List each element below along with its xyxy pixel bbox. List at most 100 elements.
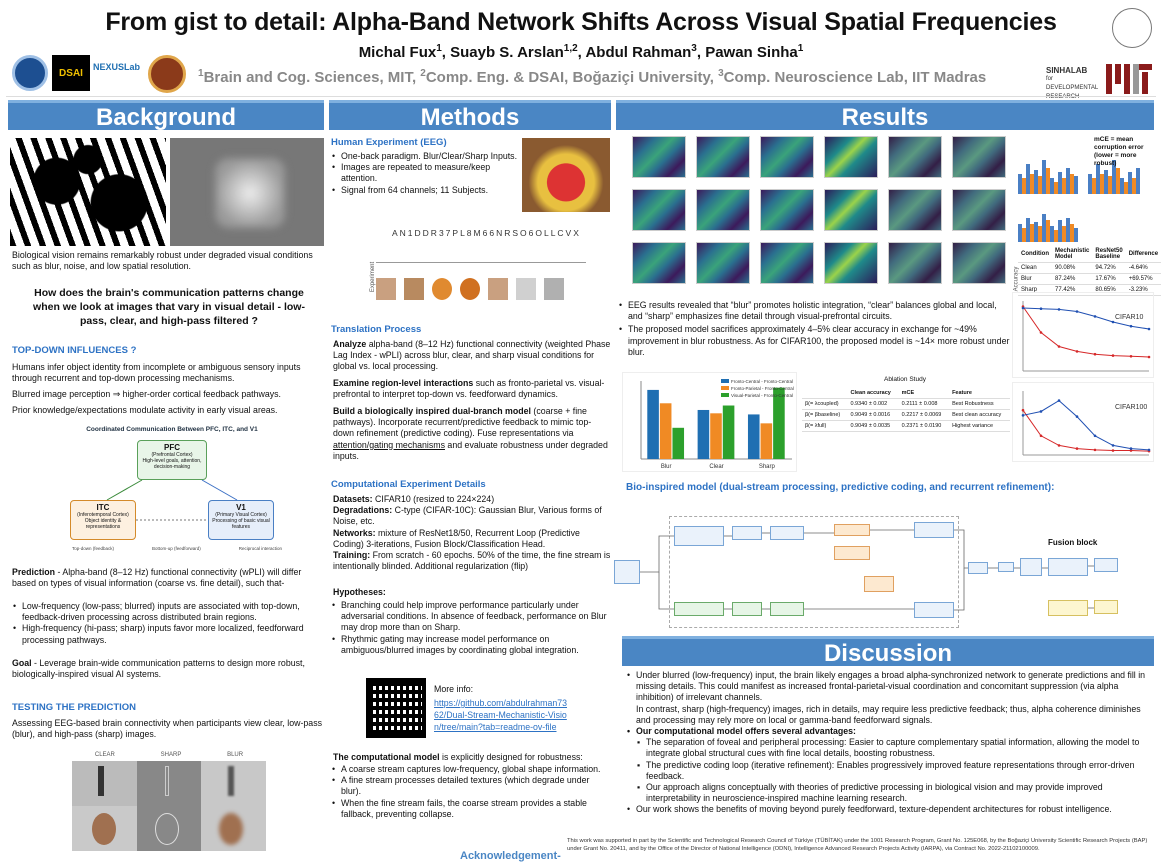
table-cell: 87.24% [1052, 273, 1093, 285]
accuracy-ylabel: Accuracy [1013, 266, 1020, 292]
qr-code-icon[interactable] [366, 678, 426, 738]
label-sharp: SHARP [160, 752, 182, 758]
table-cell: 0.2217 ± 0.0069 [898, 409, 950, 421]
data-point [1129, 324, 1133, 328]
itc-sub: (Inferotemporal Cortex) [77, 512, 129, 518]
background-banner: Background [8, 100, 324, 131]
table-cell: -4.64% [1125, 262, 1162, 274]
data-point [1111, 320, 1115, 324]
affiliation-text: Comp. Neuroscience Lab, IIT Madras [723, 69, 987, 86]
mce-bar-thumbnails [1012, 134, 1154, 244]
hypotheses-bullets: Branching could help improve performance… [331, 600, 611, 656]
author-name: Pawan Sinha1 [705, 43, 804, 61]
table-cell: β(= λcoupled) [802, 398, 848, 410]
series-line [1022, 399, 1150, 451]
mce-legend: mCE = mean corruption error (lower = mor… [1094, 136, 1144, 167]
topdown-p1: Humans infer object identity from incomp… [12, 362, 301, 384]
cifar10-line-chart: CIFAR10 [1012, 292, 1154, 378]
list-item: Our computational model offers several a… [626, 726, 1154, 737]
legend-label: Fronto-Central - Fronto-Central [731, 379, 793, 384]
data-point [1021, 414, 1025, 417]
table-cell: 90.08% [1052, 262, 1093, 274]
list-item: EEG results revealed that “blur” promote… [618, 300, 1013, 322]
testing-heading: TESTING THE PREDICTION [12, 702, 137, 713]
bar [747, 414, 760, 459]
table-header: ResNet50 Baseline [1092, 246, 1126, 263]
table-cell: Best Robustness [949, 398, 1010, 410]
goal-body: - Leverage brain-wide communication patt… [12, 658, 305, 680]
model-architecture-diagram: Fusion block [614, 496, 1154, 628]
legend-bottomup: Bottom-up (feedforward) [151, 546, 201, 551]
t3-lead: Build a biologically inspired dual-branc… [333, 406, 531, 416]
data-point [1057, 308, 1061, 311]
mit-seal-icon [1112, 8, 1152, 48]
t3-body: (coarse + fine pathways). Incorporate re… [333, 406, 592, 439]
data-point [1039, 307, 1043, 310]
bar [760, 423, 773, 459]
tick-label: Clear [709, 464, 723, 470]
more-info-label: More info: [434, 684, 474, 694]
research-question: How does the brain's communication patte… [33, 287, 305, 327]
computational-heading: Computational Experiment Details [331, 479, 486, 490]
data-point [1057, 444, 1061, 447]
data-point [1039, 410, 1043, 413]
list-item: A fine stream processes detailed texture… [331, 775, 611, 797]
list-item: Images are repeated to measure/keep atte… [331, 162, 519, 184]
translation-3: Build a biologically inspired dual-branc… [333, 406, 611, 462]
stimulus-labels: CLEAR SHARP BLUR [72, 752, 266, 758]
list-item: The predictive coding loop (iterative re… [636, 760, 1154, 782]
bar [659, 403, 672, 459]
list-item: Our work shows the benefits of moving be… [626, 804, 1154, 815]
author-name: Michal Fux1 [358, 43, 442, 61]
sinhalab-text: SINHALAB [1046, 66, 1088, 75]
t1-body: alpha-band (8–12 Hz) functional connecti… [333, 339, 611, 372]
detail-item: Training: From scratch - 60 epochs. 50% … [333, 550, 611, 572]
chart-title: CIFAR10 [1115, 314, 1144, 321]
github-link[interactable]: https://github.com/abdulrahman73 62/Dual… [434, 697, 567, 733]
discussion-body: Under blurred (low-frequency) input, the… [626, 670, 1154, 816]
list-item: Rhythmic gating may increase model perfo… [331, 634, 611, 656]
data-point [1093, 434, 1097, 438]
table-cell: Best clean accuracy [949, 409, 1010, 421]
data-point [1075, 447, 1079, 450]
computational-details: Datasets: CIFAR10 (resized to 224×224)De… [333, 494, 611, 572]
human-exp-heading: Human Experiment (EEG) [331, 137, 447, 148]
table-cell: 77.42% [1052, 284, 1093, 296]
affiliation-text: Comp. Eng. & DSAI, Boğaziçi University, [425, 69, 719, 86]
attention-gating-link[interactable]: attention/gating mechanisms [333, 439, 445, 450]
blur-stimulus-image [201, 761, 267, 851]
table-cell: 0.2111 ± 0.008 [898, 398, 950, 410]
t1-lead: Analyze [333, 339, 367, 349]
model-title: Bio-inspired model (dual-stream processi… [626, 482, 1055, 493]
data-point [1129, 447, 1133, 450]
v1-desc: Processing of basic visual features [212, 518, 270, 530]
translation-heading: Translation Process [331, 324, 422, 335]
table-header: Clean accuracy [847, 388, 899, 399]
table-cell: Blur [1018, 273, 1052, 285]
connectivity-heatmaps [616, 134, 1008, 294]
table-cell: 94.72% [1092, 262, 1126, 274]
author-name: Abdul Rahman3 [585, 43, 697, 61]
legend-swatch [721, 379, 729, 383]
letter-sequence: AN1DDR37PL8M66NRSO6OLLCVX [392, 228, 581, 238]
v1-box: V1 (Primary Visual Cortex) Processing of… [208, 500, 274, 540]
affiliation-text: Brain and Cog. Sciences, MIT, [203, 69, 421, 86]
table-header [802, 388, 848, 399]
table-header: Condition [1018, 246, 1052, 263]
translation-2: Examine region-level interactions such a… [333, 378, 611, 400]
discussion-banner: Discussion [622, 636, 1154, 667]
table-header: mCE [898, 388, 950, 399]
list-item: The proposed model sacrifices approximat… [618, 324, 1013, 358]
data-point [1129, 355, 1133, 358]
table-cell: Sharp [1018, 284, 1052, 296]
prediction-bullets: Low-frequency (low-pass; blurred) inputs… [12, 601, 324, 646]
affiliation-sup: 3 [718, 68, 724, 79]
data-point [1147, 327, 1151, 331]
testing-text: Assessing EEG-based brain connectivity w… [12, 718, 322, 740]
